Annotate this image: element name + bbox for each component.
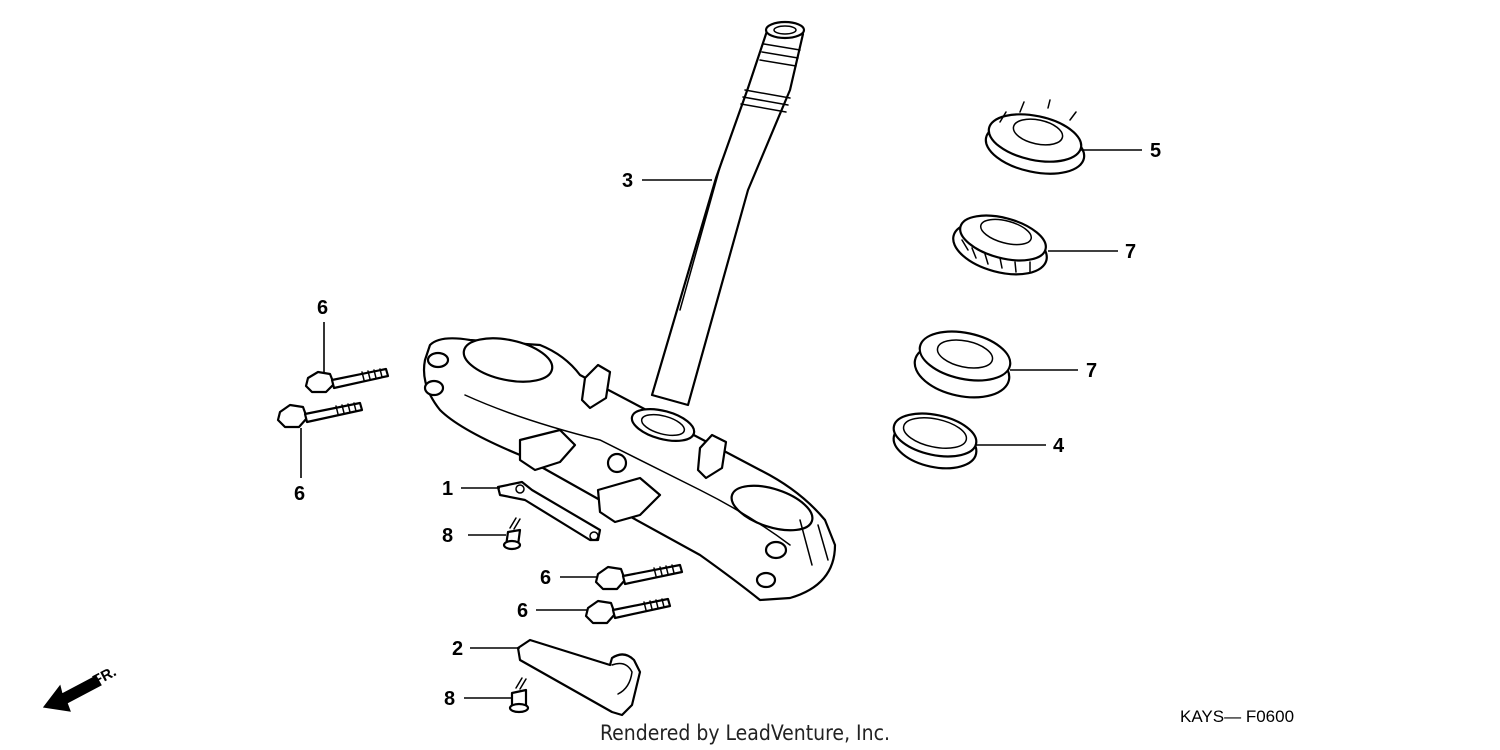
bolt-part-8-a[interactable] xyxy=(502,517,522,551)
callout-2: 2 xyxy=(452,638,463,660)
bolt-part-6-b[interactable] xyxy=(276,401,364,429)
render-credit: Rendered by LeadVenture, Inc. xyxy=(600,721,890,745)
bracket-part-1[interactable] xyxy=(496,480,602,542)
callout-8-upper: 8 xyxy=(442,525,453,547)
callout-3: 3 xyxy=(622,170,633,192)
callout-6-mid-upper: 6 xyxy=(540,567,551,589)
steering-stem-lower-clamp[interactable] xyxy=(422,331,837,602)
diagram-code: KAYS— F0600 xyxy=(1180,707,1294,726)
callout-5: 5 xyxy=(1150,140,1161,162)
callout-7-lower: 7 xyxy=(1086,360,1097,382)
callout-6-top: 6 xyxy=(317,297,328,319)
callout-labels: 3 5 7 7 4 6 6 1 8 6 6 2 8 xyxy=(294,140,1161,710)
bolt-part-6-c[interactable] xyxy=(594,563,684,591)
callout-1: 1 xyxy=(442,478,453,500)
front-direction-arrow: FR. xyxy=(42,663,119,712)
lock-nut-part-5[interactable] xyxy=(981,99,1089,182)
callout-6-mid-lower: 6 xyxy=(517,600,528,622)
callout-8-lower: 8 xyxy=(444,688,455,710)
callout-6-left: 6 xyxy=(294,483,305,505)
leader-lines xyxy=(300,149,1142,699)
cable-clamp-part-2[interactable] xyxy=(516,638,642,717)
callout-4: 4 xyxy=(1053,435,1065,457)
steering-stem-shaft[interactable] xyxy=(650,20,806,407)
callout-7-upper: 7 xyxy=(1125,241,1136,263)
dust-seal-part-4[interactable] xyxy=(889,407,980,476)
bolt-part-6-d[interactable] xyxy=(584,597,672,625)
bolt-part-8-b[interactable] xyxy=(508,677,530,714)
bearing-part-7-upper[interactable] xyxy=(947,207,1052,283)
bearing-part-7-lower[interactable] xyxy=(910,324,1015,405)
bolt-part-6-a[interactable] xyxy=(304,367,390,394)
